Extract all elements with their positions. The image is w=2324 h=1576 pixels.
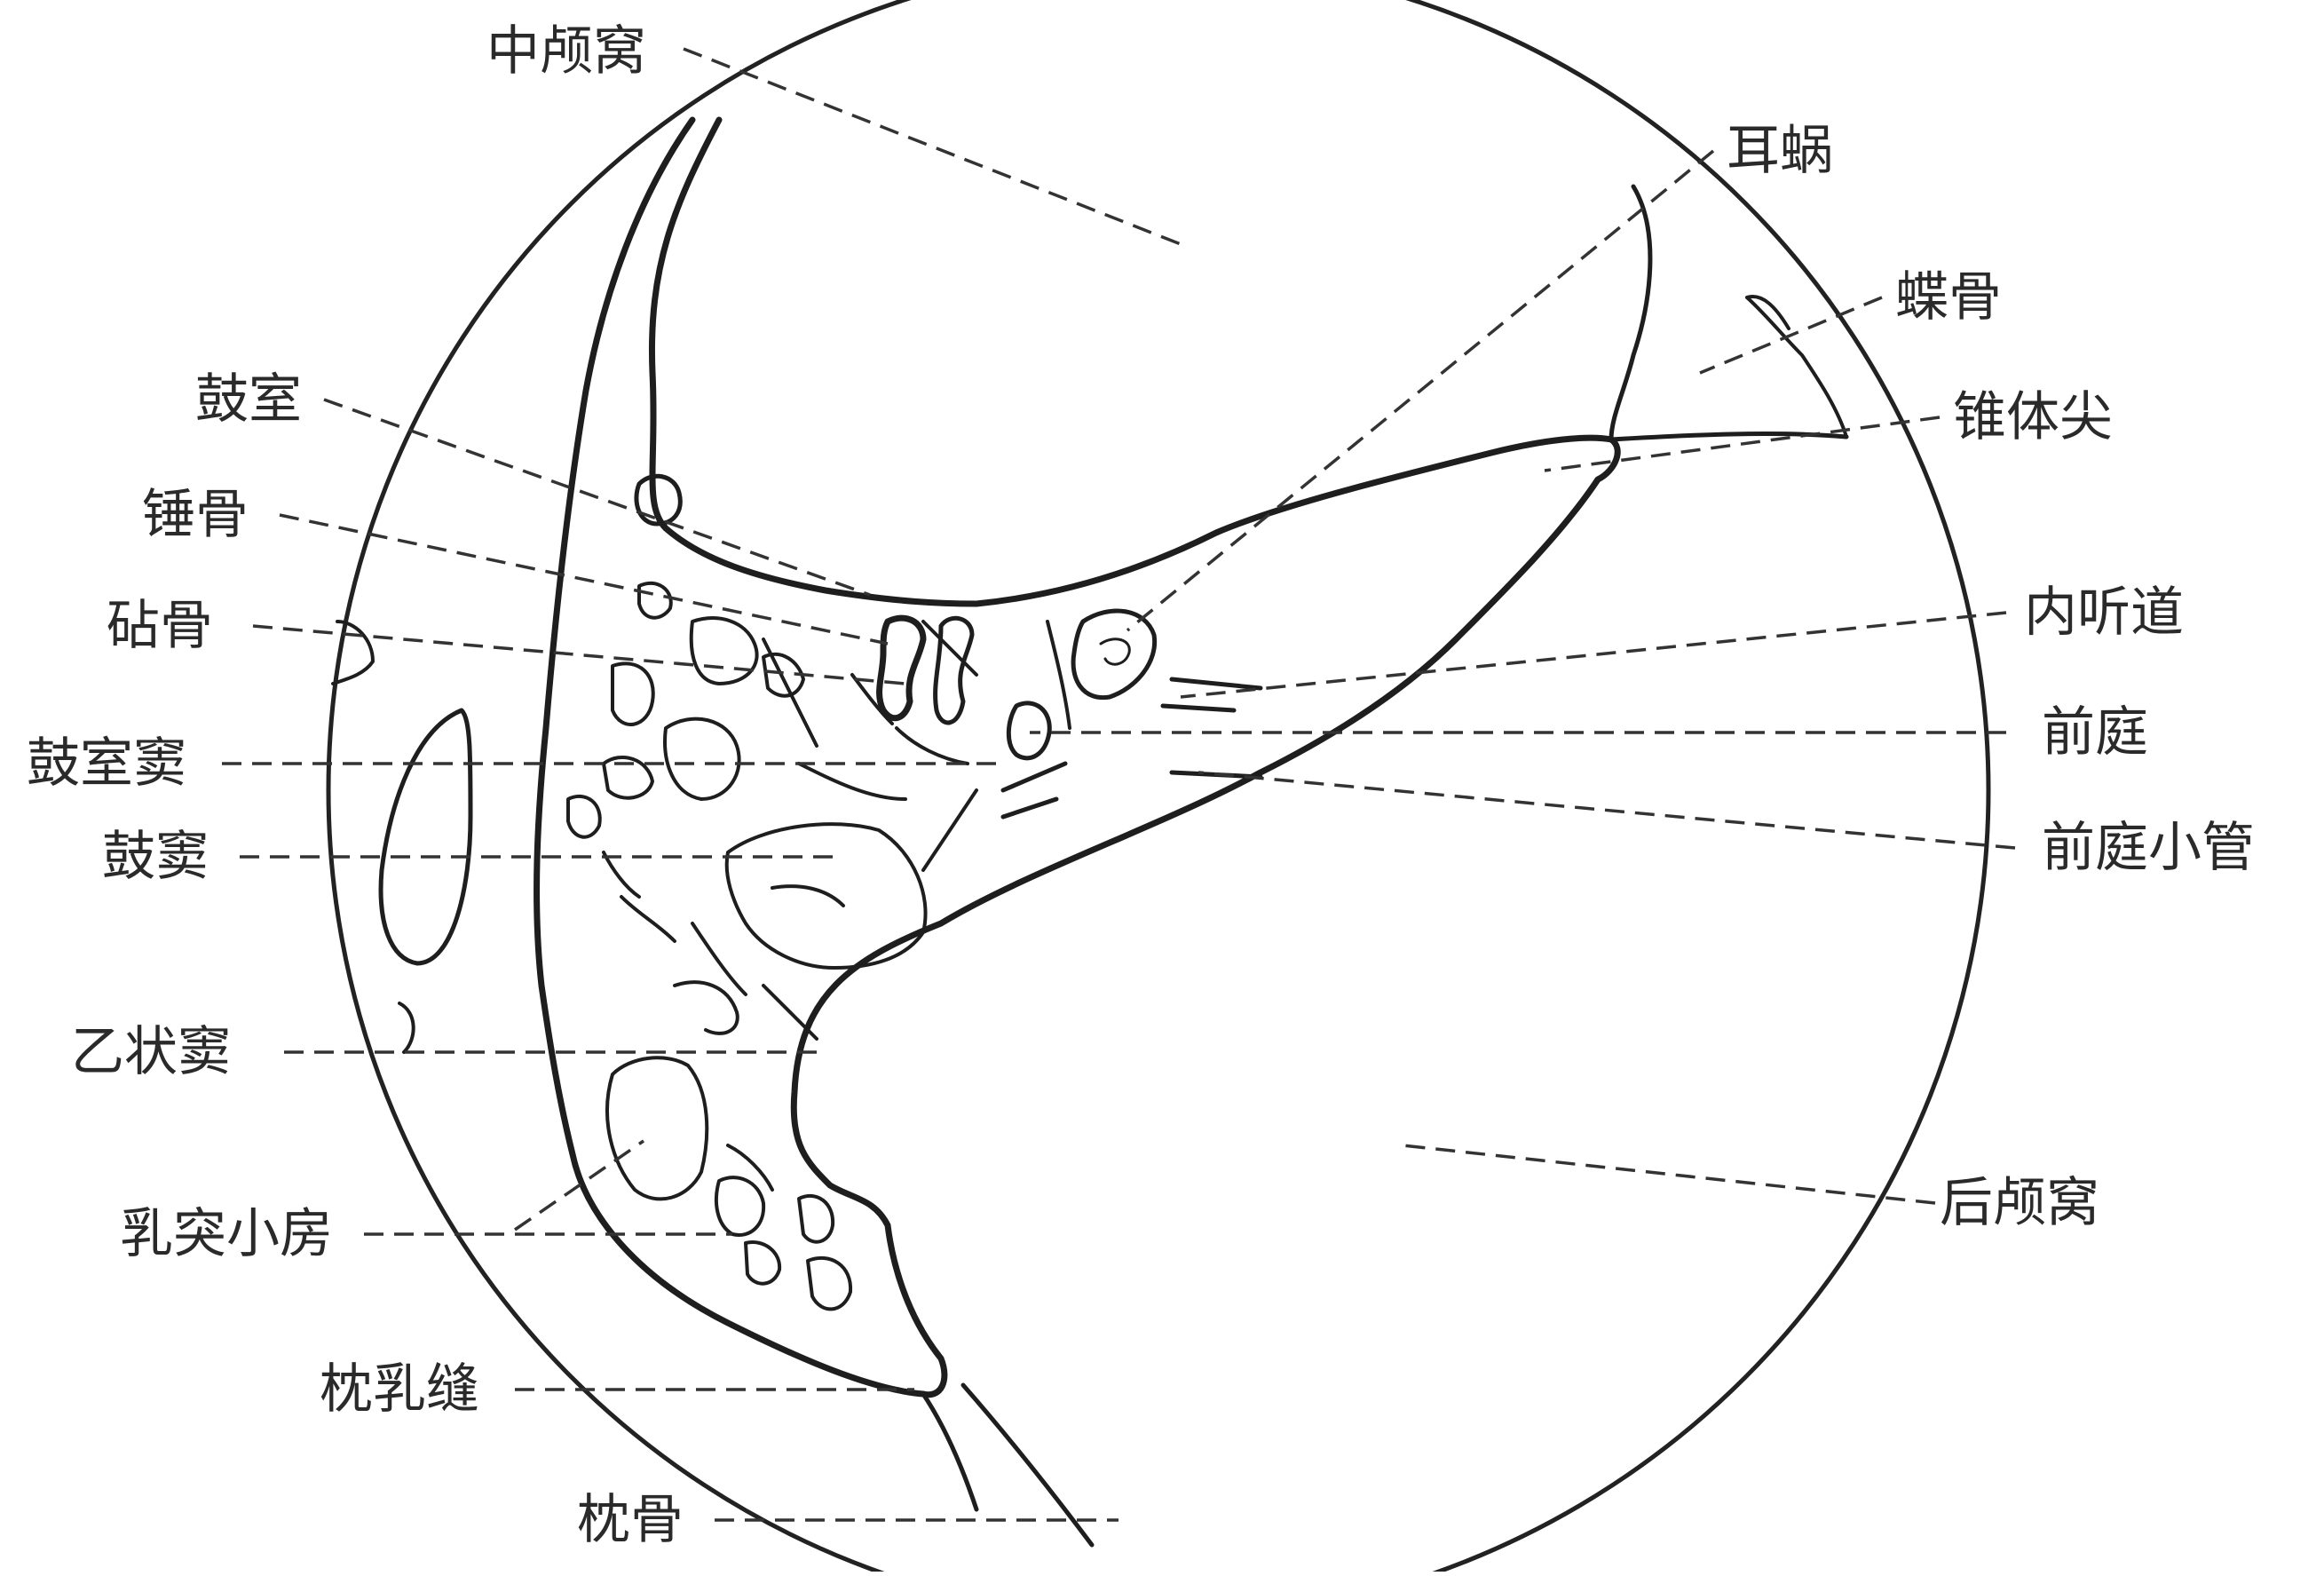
label-cochlea: 耳蜗 [1727, 120, 1833, 182]
leader-middle-cranial-fossa [683, 47, 1182, 246]
label-occipital-bone: 枕骨 [577, 1489, 684, 1551]
canal-stroke-4 [1000, 761, 1068, 793]
label-mastoid-antrum: 鼓窦 [102, 826, 209, 888]
label-vestibular-aqueduct: 前庭小管 [2042, 817, 2255, 879]
sigmoid-sinus-outline [378, 708, 473, 966]
label-tympanic-cavity: 鼓室 [195, 368, 302, 431]
label-mastoid-air-cells: 乳突小房 [120, 1203, 333, 1265]
leader-cochlea [1126, 149, 1715, 632]
field-of-view-circle [326, 0, 1991, 1576]
incus-outline [933, 615, 975, 725]
label-petrous-apex: 锥体尖 [1953, 386, 2113, 448]
cochlea-inner [1099, 638, 1131, 666]
leader-incus [252, 624, 906, 685]
label-internal-auditory-canal: 内听道 [2024, 582, 2184, 644]
lower-mastoid-cells [605, 1056, 853, 1311]
leader-tympanic-cavity [323, 398, 871, 597]
mastoid-air-cells-network [566, 581, 1071, 1041]
label-occipitomastoid-suture: 枕乳缝 [320, 1358, 479, 1421]
canal-stroke-5 [1000, 796, 1059, 820]
cochlea-outline [1071, 608, 1158, 701]
vestibule-outline [1006, 701, 1052, 761]
label-sigmoid-sinus: 乙状窦 [71, 1021, 231, 1083]
tympanic-lumen [634, 473, 683, 527]
label-incus: 砧骨 [107, 595, 213, 657]
sphenoid-notch [1745, 295, 1848, 439]
sphenoid-boundary [1609, 184, 1653, 442]
leader-malleus [279, 513, 889, 645]
canal-stroke-1 [1169, 677, 1263, 691]
label-malleus: 锤骨 [142, 484, 249, 546]
occipitomastoid-suture-line [921, 1382, 1095, 1548]
leader-mastoid-air-cells-2 [514, 1139, 644, 1231]
malleus-outline [876, 614, 927, 722]
leader-vestibular-aqueduct [1198, 771, 2016, 850]
label-middle-cranial-fossa: 中颅窝 [486, 20, 646, 83]
left-notch-lower [398, 1002, 415, 1054]
posterior-temporal-wall [534, 116, 927, 1398]
canal-stroke-2 [1160, 703, 1237, 713]
leader-internal-auditory-canal [1180, 611, 2007, 699]
label-sphenoid: 蝶骨 [1895, 266, 2002, 329]
leader-posterior-cranial-fossa [1402, 1144, 1936, 1205]
leader-petrous-apex [1544, 416, 1941, 472]
left-notch-upper [331, 620, 375, 685]
leader-sphenoid [1699, 296, 1883, 375]
label-posterior-cranial-fossa: 后颅窝 [1940, 1172, 2099, 1234]
label-sinus-tympani: 鼓室窦 [27, 733, 186, 795]
middle-fossa-floor-outline [648, 116, 1621, 1398]
label-vestibule: 前庭 [2042, 701, 2148, 764]
